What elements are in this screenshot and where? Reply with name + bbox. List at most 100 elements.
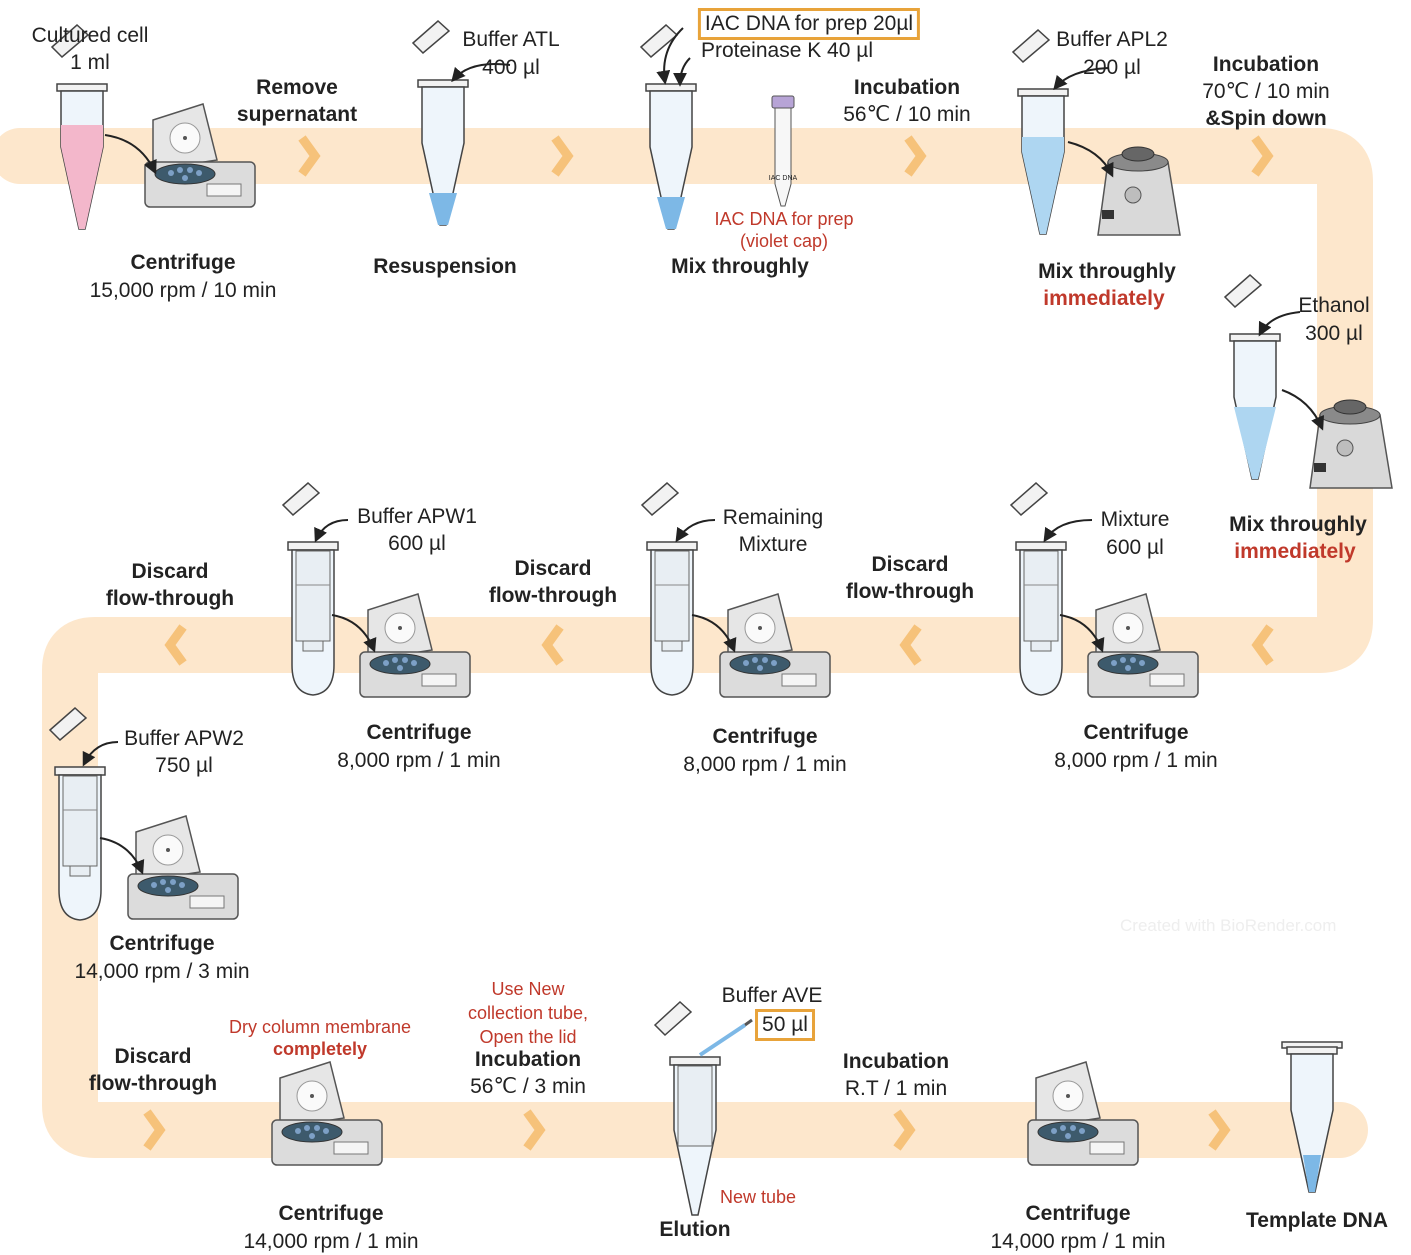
tube-icon [640, 24, 697, 230]
reagent-label: Proteinase K 40 µl [700, 39, 874, 62]
reagent-label: Mixture [1100, 508, 1170, 531]
step-param: 14,000 rpm / 3 min [74, 960, 250, 983]
transition-label: flow-through [845, 580, 975, 603]
chevron-right-icon [893, 1109, 916, 1151]
amount-label: 1 ml [70, 51, 110, 74]
chevron-right-icon [523, 1109, 546, 1151]
transition-title: Incubation [1212, 53, 1320, 76]
transition-title: Incubation [853, 76, 961, 99]
amount-label: 400 µl [482, 56, 540, 79]
amount-label: 750 µl [155, 754, 213, 777]
transition-label: supernatant [236, 103, 358, 126]
watermark: Created with BioRender.com [1120, 916, 1337, 935]
step-action: Resuspension [373, 255, 517, 278]
reagent-label: Mixture [738, 533, 808, 556]
amount-label: 600 µl [388, 532, 446, 555]
amount-label: 600 µl [1106, 536, 1164, 559]
reagent-label: Buffer ATL [462, 28, 560, 51]
note-label: collection tube, [467, 1003, 589, 1023]
step-action: Template DNA [1246, 1209, 1388, 1232]
transition-param: 56℃ / 3 min [470, 1075, 586, 1098]
reagent-label: Buffer APW1 [357, 505, 477, 528]
chevron-left-icon [164, 624, 187, 666]
note-label: New tube [719, 1187, 797, 1207]
transition-title: Incubation [474, 1048, 582, 1071]
tube-icon [1281, 1041, 1343, 1193]
step-param: 8,000 rpm / 1 min [337, 749, 501, 772]
step-action: Mix throughly [671, 255, 809, 278]
reagent-label: Buffer AVE [721, 984, 823, 1007]
step-action: Centrifuge [1025, 1202, 1131, 1225]
step-action: Centrifuge [109, 932, 215, 955]
chevron-left-icon [1251, 624, 1274, 666]
step-param: 8,000 rpm / 1 min [1054, 749, 1218, 772]
centrifuge-icon [127, 815, 239, 920]
chevron-right-icon [1251, 135, 1274, 177]
workflow-path [0, 128, 1373, 1158]
spin-column-icon [653, 1000, 721, 1216]
chevron-left-icon [899, 624, 922, 666]
note-label: Open the lid [479, 1027, 577, 1047]
step-param: 14,000 rpm / 1 min [990, 1230, 1166, 1253]
reagent-label: Buffer APL2 [1056, 28, 1168, 51]
step-action: Centrifuge [712, 725, 818, 748]
transition-label: flow-through [105, 587, 235, 610]
chevron-right-icon [1208, 1109, 1231, 1151]
reagent-label: Ethanol [1298, 294, 1370, 317]
step-action: Mix throughly [1038, 260, 1176, 283]
transition-label: flow-through [88, 1072, 218, 1095]
step-param: 15,000 rpm / 10 min [89, 279, 277, 302]
pipette-icon [698, 1018, 753, 1057]
sample-label: Cultured cell [31, 24, 149, 47]
chevron-right-icon [904, 135, 927, 177]
transition-label: flow-through [488, 584, 618, 607]
transition-label: Discard [871, 553, 949, 576]
step-param: 14,000 rpm / 1 min [243, 1230, 419, 1253]
emphasis-label: completely [272, 1039, 368, 1059]
note-label: Dry column membrane [228, 1017, 412, 1037]
transition-title: &Spin down [1205, 107, 1327, 130]
chevron-right-icon [551, 135, 574, 177]
note-label: IAC DNA for prep [714, 209, 854, 229]
step-action: Centrifuge [1083, 721, 1189, 744]
step-action: Mix throughly [1229, 513, 1367, 536]
vortex-icon [1097, 146, 1181, 236]
tube-icon [412, 20, 469, 226]
note-label: (violet cap) [739, 231, 829, 251]
amount-label: 200 µl [1083, 56, 1141, 79]
transition-label: Discard [114, 1045, 192, 1068]
chevron-left-icon [541, 624, 564, 666]
reagent-label: Buffer APW2 [124, 727, 244, 750]
chevron-right-icon [143, 1109, 166, 1151]
spin-column-icon [641, 482, 698, 696]
step-action: Centrifuge [278, 1202, 384, 1225]
spin-column-icon [282, 482, 339, 696]
tube-icon [1012, 29, 1069, 235]
step-action: Elution [659, 1218, 731, 1241]
vortex-icon [1309, 399, 1393, 489]
emphasis-label: immediately [1234, 540, 1356, 563]
amount-label: 300 µl [1305, 322, 1363, 345]
step-action: Centrifuge [366, 721, 472, 744]
transition-title: Incubation [842, 1050, 950, 1073]
amount-highlight: 50 µl [755, 1009, 815, 1041]
note-label: Use New [491, 979, 565, 999]
step-action: Centrifuge [130, 251, 236, 274]
step-param: 8,000 rpm / 1 min [683, 753, 847, 776]
transition-param: 56℃ / 10 min [843, 103, 971, 126]
reagent-label: Remaining [722, 506, 824, 529]
chevron-right-icon [298, 135, 321, 177]
emphasis-label: immediately [1043, 287, 1165, 310]
reagent-highlight: IAC DNA for prep 20µl [697, 8, 921, 40]
transition-label: Discard [131, 560, 209, 583]
tube-icon [1224, 274, 1281, 480]
transition-label: Discard [514, 557, 592, 580]
transition-param: R.T / 1 min [844, 1077, 948, 1100]
tube-icon [51, 24, 108, 230]
transition-label: Remove [256, 76, 338, 99]
vial-icon [771, 95, 795, 207]
transition-param: 70℃ / 10 min [1202, 80, 1330, 103]
vial-label: IAC DNA [768, 175, 798, 182]
spin-column-icon [1010, 482, 1067, 696]
